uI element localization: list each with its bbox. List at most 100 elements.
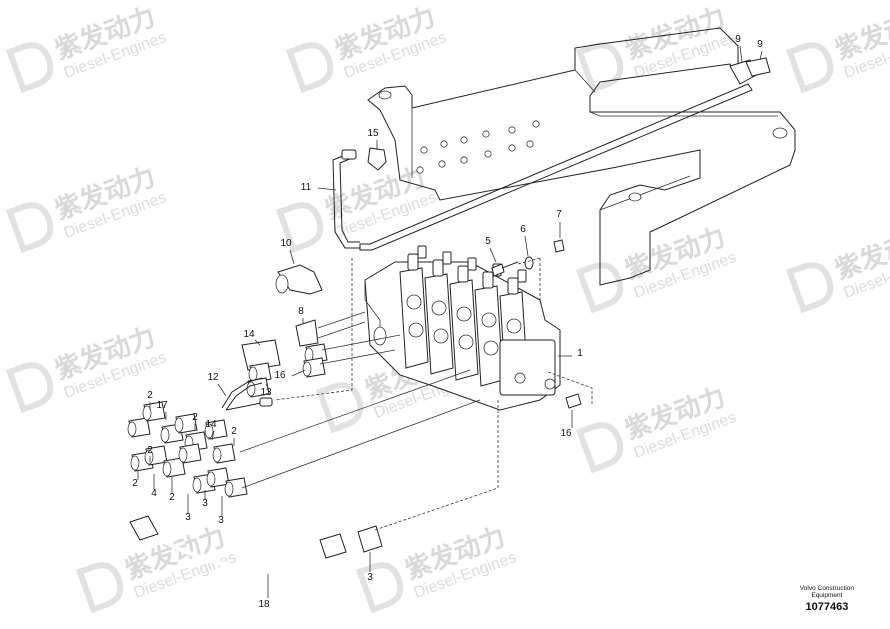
bolt-head [420, 146, 428, 154]
callout-label: 2 [192, 412, 198, 423]
callout-c2d: 2 [147, 445, 153, 462]
bracket-hole-right [772, 127, 788, 139]
bolt-head [438, 160, 446, 168]
callout-c13: 13 [260, 383, 272, 398]
tube-assembly [332, 57, 771, 251]
callout-c15: 15 [367, 128, 379, 150]
callout-c2b: 2 [192, 412, 198, 430]
callout-c3d: 3 [367, 552, 373, 583]
callout-c11: 11 [301, 182, 337, 193]
nut-7 [553, 239, 565, 253]
bracket-hole-lower [628, 192, 642, 202]
tube-fitting-upper [341, 149, 357, 160]
callout-label: 9 [757, 39, 763, 50]
valve-end-block [499, 339, 556, 396]
bolt-head [508, 126, 516, 134]
callout-label: 16 [560, 428, 572, 439]
callout-c18: 18 [258, 574, 270, 610]
callout-leader [759, 50, 763, 61]
callout-c5: 5 [485, 236, 497, 263]
bolt-head [416, 166, 424, 174]
callout-label: 14 [205, 419, 217, 430]
callout-label: 5 [485, 236, 491, 247]
callout-c17: 17 [156, 400, 168, 420]
callout-c1: 1 [558, 348, 583, 359]
callout-label: 16 [274, 370, 286, 381]
hose-18 [129, 515, 383, 575]
callout-c9b: 9 [757, 39, 763, 61]
bolt-head [460, 156, 468, 164]
bolt-head [482, 130, 490, 138]
fitting [144, 445, 168, 466]
callout-c6: 6 [520, 224, 529, 257]
callout-c4: 4 [151, 474, 157, 499]
callout-label: 8 [298, 306, 304, 317]
fitting-8 [295, 311, 366, 347]
fitting [162, 457, 186, 478]
fitting [224, 477, 248, 498]
callout-leader [524, 235, 529, 257]
bolt-head [526, 140, 534, 148]
callout-label: 9 [735, 34, 741, 45]
manufacturer-line1: Volvo Construction [799, 585, 854, 592]
callout-label: 14 [243, 329, 255, 340]
callout-c7: 7 [556, 209, 562, 238]
callout-label: 18 [258, 599, 270, 610]
callout-label: 15 [367, 128, 379, 139]
callout-leader [211, 430, 215, 441]
valve-section [424, 251, 454, 375]
callout-label: 7 [556, 209, 562, 220]
fastener-set [491, 239, 565, 277]
assembly-dashed-lines [274, 257, 593, 531]
hose-end-right [319, 533, 347, 559]
connector-9b [745, 57, 771, 77]
fitting [204, 419, 228, 440]
bolt-head [532, 120, 540, 128]
hose-end-left [129, 515, 159, 541]
callout-leader [489, 247, 497, 263]
callout-c9a: 9 [735, 34, 743, 63]
callout-label: 4 [151, 488, 157, 499]
callout-c2a: 2 [147, 390, 153, 410]
callout-c3a: 3 [185, 494, 191, 523]
bracket-hole-left [378, 90, 392, 100]
callout-label: 6 [520, 224, 526, 235]
leader-connections [239, 334, 481, 489]
hose-stub-14 [241, 339, 281, 371]
callout-c3b: 3 [202, 490, 208, 509]
callout-label: 13 [260, 387, 272, 398]
valve-section [399, 245, 429, 369]
mounting-bracket [367, 27, 796, 286]
fitting [142, 401, 166, 422]
fitting [127, 417, 151, 438]
control-valve [364, 245, 561, 411]
callout-label: 2 [169, 492, 175, 503]
bolt-head [484, 150, 492, 158]
callout-c2e: 2 [132, 470, 139, 489]
callout-leader [254, 339, 261, 346]
callout-leader [291, 369, 306, 377]
callout-leader [265, 383, 269, 389]
callout-label: 2 [231, 426, 237, 437]
callout-c14b: 14 [205, 419, 217, 441]
callout-label: 2 [147, 445, 153, 456]
callout-label: 3 [185, 512, 191, 523]
callout-leader [739, 45, 743, 63]
callout-label: 2 [147, 390, 153, 401]
fitting-cluster [127, 343, 328, 498]
callout-c10: 10 [280, 238, 295, 265]
fitting [212, 443, 236, 464]
callout-label: 3 [202, 498, 208, 509]
callout-label: 3 [367, 572, 373, 583]
callout-c16a: 16 [274, 369, 306, 381]
title-block: Volvo Construction Equipment 1077463 [800, 585, 854, 613]
callout-leader [317, 187, 337, 191]
callout-c2f: 2 [169, 476, 175, 503]
